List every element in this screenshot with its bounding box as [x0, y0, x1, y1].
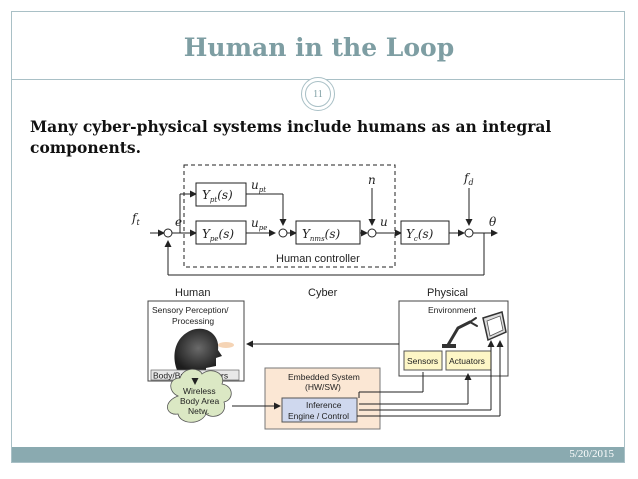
label-processing: Processing: [172, 316, 214, 326]
cps-diagram: Human Cyber Physical Sensory Perception/…: [147, 287, 509, 430]
heading-cyber: Cyber: [308, 287, 338, 299]
label-environment: Environment: [428, 305, 476, 315]
label-u: u: [380, 215, 388, 229]
label-body-area: Body Area: [180, 396, 219, 406]
summing-junction-2: [278, 228, 288, 238]
label-n: n: [368, 173, 376, 187]
label-upe: upe: [251, 216, 267, 232]
page-number-ring: [305, 81, 331, 107]
heading-human: Human: [175, 287, 210, 299]
label-ype: Ype(s): [202, 227, 234, 243]
label-human-controller: Human controller: [276, 253, 360, 265]
inference-engine-box: [281, 397, 358, 423]
slide-title: Human in the Loop: [183, 33, 455, 62]
label-ft: ft: [131, 211, 140, 227]
label-upt: upt: [251, 178, 266, 194]
label-netw: Netw.: [188, 406, 209, 416]
summing-junction-3: [367, 228, 377, 238]
summing-junction-1: [163, 228, 173, 238]
head-icon: [174, 328, 234, 372]
robot-arm-icon: [442, 317, 478, 348]
label-wireless: Wireless: [183, 386, 216, 396]
slide-date: 5/20/2015: [569, 448, 614, 460]
slide-body-text: Many cyber-physical systems include huma…: [30, 117, 552, 157]
sensors-box: [403, 350, 443, 371]
summing-junction-4: [464, 228, 474, 238]
label-ypt: Ypt(s): [202, 188, 233, 204]
label-hwsw: (HW/SW): [305, 382, 341, 392]
label-sensors: Sensors: [407, 356, 438, 366]
label-theta: θ: [489, 215, 497, 229]
block-labels: ft e Ypt(s) Ype(s) upt upe Ynms(s) n u Y…: [131, 171, 497, 265]
cps-arrows: [191, 340, 504, 417]
label-embedded: Embedded System: [288, 372, 360, 382]
monitor-icon: [482, 311, 507, 342]
label-e: e: [175, 215, 182, 229]
cloud-icon: [167, 368, 232, 423]
block-diagram: [150, 164, 498, 276]
label-ynms: Ynms(s): [302, 227, 341, 243]
heading-physical: Physical: [427, 287, 468, 299]
label-actuators: Actuators: [449, 356, 485, 366]
label-sensory: Sensory Perception/: [152, 305, 229, 315]
human-controller-box: [183, 164, 396, 268]
label-fd: fd: [463, 171, 474, 187]
label-yc: Yc(s): [406, 227, 434, 243]
label-engine-control: Engine / Control: [288, 411, 349, 421]
label-inference: Inference: [306, 400, 342, 410]
footer-bar: [12, 447, 624, 462]
